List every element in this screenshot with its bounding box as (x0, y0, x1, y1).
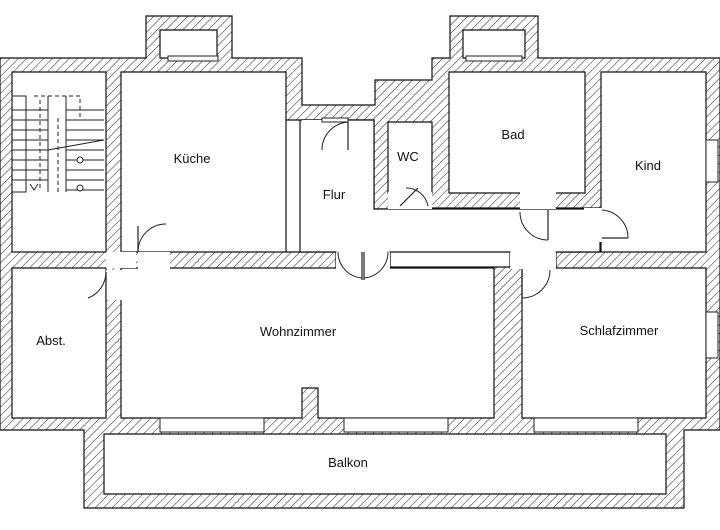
room-label-wc: WC (397, 149, 419, 164)
door-openings (106, 120, 602, 300)
room-label-wohnzimmer: Wohnzimmer (260, 324, 337, 339)
door-swings (87, 121, 629, 300)
room-label-schlafzimmer: Schlafzimmer (580, 323, 659, 338)
room-label-kind: Kind (635, 158, 661, 173)
windows (159, 55, 719, 433)
room-label-bad: Bad (501, 127, 524, 142)
room-label-flur: Flur (323, 187, 346, 202)
staircase (11, 95, 105, 193)
room-label-abst: Abst. (36, 333, 66, 348)
room-label-balkon: Balkon (328, 455, 368, 470)
room-label-kueche: Küche (174, 151, 211, 166)
